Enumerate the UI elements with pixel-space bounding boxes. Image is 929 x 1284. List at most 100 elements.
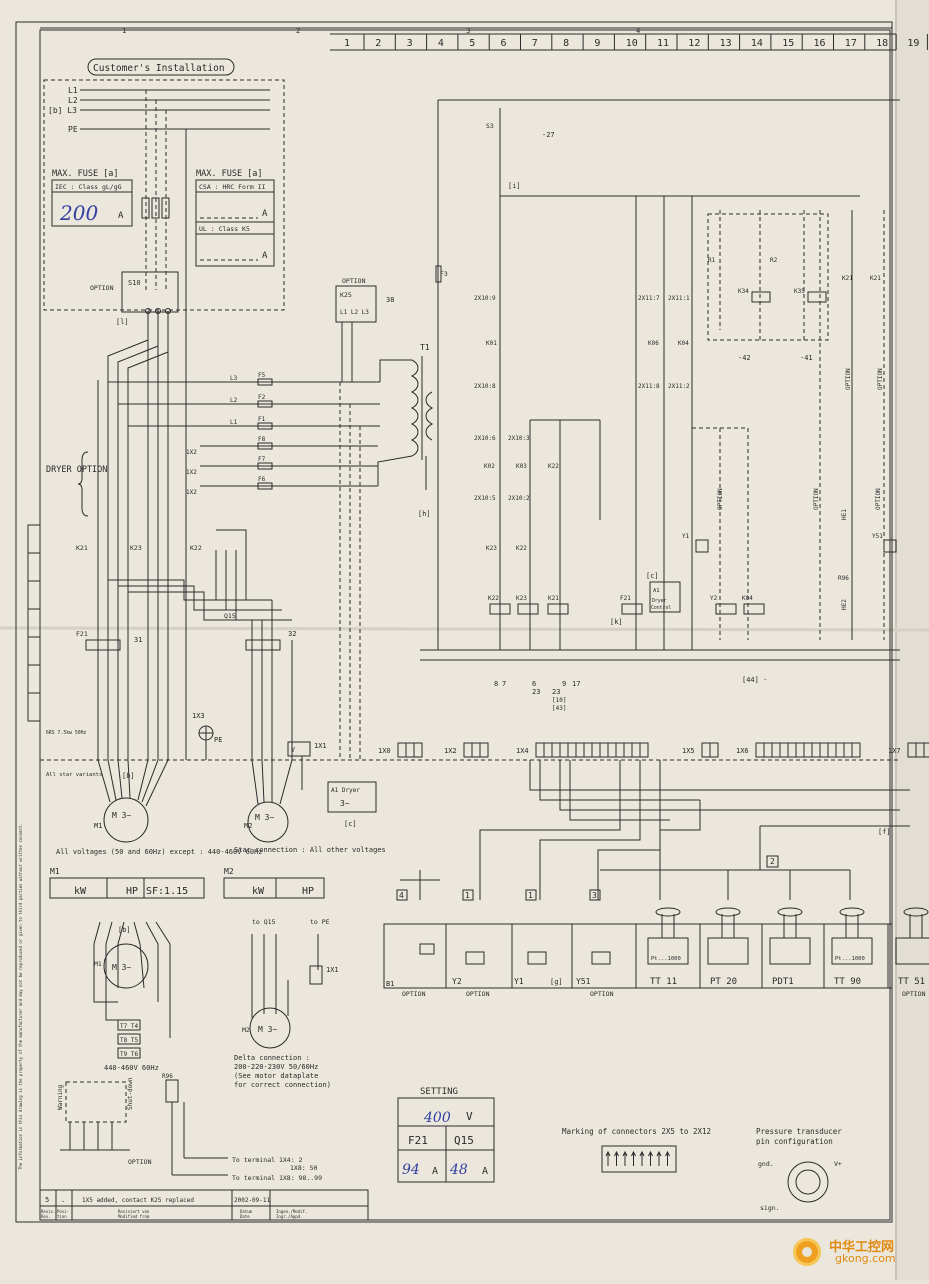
svg-text:Marking of connectors 2X5 to 2: Marking of connectors 2X5 to 2X12	[562, 1127, 711, 1136]
svg-text:OPTION: OPTION	[342, 277, 366, 285]
svg-text:K22: K22	[516, 545, 527, 552]
svg-text:1: 1	[465, 891, 470, 900]
svg-text:K02: K02	[484, 463, 495, 470]
svg-text:V+: V+	[834, 1160, 842, 1168]
svg-text:[c]: [c]	[646, 572, 659, 580]
svg-text:L2: L2	[230, 397, 238, 404]
svg-text:L1: L1	[230, 419, 238, 426]
svg-text:1X1: 1X1	[326, 966, 339, 974]
svg-text:2X10:9: 2X10:9	[474, 295, 496, 302]
svg-text:R2: R2	[770, 257, 778, 264]
svg-text:SETTING: SETTING	[420, 1087, 458, 1097]
svg-text:1X5 added, contact K25 replace: 1X5 added, contact K25 replaced	[82, 1197, 194, 1204]
svg-text:L3: L3	[230, 375, 238, 382]
svg-text:F7: F7	[258, 456, 266, 463]
sensor-name: TT 90	[834, 977, 861, 987]
svg-text:HP: HP	[302, 886, 314, 897]
svg-text:M 3~: M 3~	[255, 813, 274, 822]
sensor-type: Pt...1000	[835, 956, 865, 962]
svg-text:SF:1.15: SF:1.15	[146, 886, 188, 897]
column-number: 16	[814, 38, 826, 49]
svg-text:K21: K21	[842, 275, 853, 282]
column-number: 9	[594, 38, 600, 49]
column-number: 12	[688, 38, 700, 49]
svg-text:2X10:3: 2X10:3	[508, 435, 530, 442]
svg-text:48: 48	[449, 1162, 468, 1178]
svg-text:[b]: [b]	[118, 926, 131, 934]
svg-text:9: 9	[562, 680, 566, 688]
svg-text:S10: S10	[128, 279, 141, 287]
svg-text:B1: B1	[386, 980, 394, 988]
gkong-logo: 中华工控网 gkong.com	[789, 1236, 919, 1268]
svg-text:for correct connection): for correct connection)	[234, 1081, 331, 1089]
svg-text:M2: M2	[244, 822, 252, 830]
svg-text:sign.: sign.	[760, 1204, 780, 1212]
svg-text:K22: K22	[488, 595, 499, 602]
svg-text:Rev.: Rev.	[41, 1214, 51, 1219]
svg-text:3: 3	[466, 27, 470, 35]
column-number: 17	[845, 38, 857, 49]
svg-text:1X2: 1X2	[186, 469, 197, 476]
svg-text:M2: M2	[224, 867, 234, 876]
svg-text:5: 5	[45, 1196, 49, 1204]
svg-text:[b] L3: [b] L3	[48, 106, 77, 115]
svg-text:Dryer: Dryer	[652, 598, 667, 604]
svg-text:3~: 3~	[340, 799, 350, 808]
column-number: 19	[907, 38, 919, 49]
svg-text:All star variants: All star variants	[46, 772, 102, 778]
svg-text:Q15: Q15	[454, 1134, 474, 1147]
svg-text:V: V	[466, 1110, 473, 1123]
svg-text:23: 23	[532, 688, 540, 696]
column-number: 6	[501, 38, 507, 49]
svg-text:1X2: 1X2	[186, 489, 197, 496]
svg-text:F6: F6	[258, 476, 266, 483]
svg-text:OPTION: OPTION	[875, 488, 882, 510]
svg-text:OPTION: OPTION	[402, 990, 426, 998]
svg-text:M 3~: M 3~	[112, 963, 131, 972]
svg-text:Ingr./Appd.: Ingr./Appd.	[276, 1214, 303, 1219]
svg-text:2: 2	[770, 857, 775, 866]
svg-text:A: A	[262, 251, 268, 261]
svg-text:pin configuration: pin configuration	[756, 1137, 833, 1146]
svg-text:38: 38	[386, 296, 394, 304]
svg-text:Y2: Y2	[710, 595, 718, 602]
column-number: 18	[876, 38, 888, 49]
svg-text:OPTION: OPTION	[466, 990, 490, 998]
sensor-name: PT 20	[710, 977, 737, 987]
svg-text:Control: Control	[651, 605, 671, 611]
sensor-type: Pt...1000	[651, 956, 681, 962]
svg-text:K01: K01	[486, 340, 497, 347]
svg-text:2X11:1: 2X11:1	[668, 295, 690, 302]
svg-text:Y2: Y2	[452, 977, 462, 986]
svg-text:1X8: 50: 1X8: 50	[290, 1164, 317, 1172]
fuse-handwritten-value: 200	[59, 201, 98, 225]
svg-text:F21: F21	[620, 595, 631, 602]
svg-text:HE1: HE1	[841, 509, 848, 520]
svg-text:R96: R96	[838, 575, 849, 582]
svg-text:S3: S3	[486, 122, 494, 130]
svg-text:To terminal 1X4: 2: To terminal 1X4: 2	[232, 1156, 303, 1164]
svg-text:OPTION: OPTION	[90, 284, 114, 292]
svg-text:M1: M1	[94, 960, 102, 968]
connector-label: 1X4	[516, 747, 529, 755]
svg-text:1: 1	[528, 891, 533, 900]
svg-text:HP: HP	[126, 886, 138, 897]
svg-text:K21: K21	[870, 275, 881, 282]
svg-text:to Q15: to Q15	[252, 918, 276, 926]
svg-text:MAX. FUSE [a]: MAX. FUSE [a]	[52, 169, 119, 179]
svg-text:K23: K23	[516, 595, 527, 602]
svg-text:[43]: [43]	[552, 705, 566, 712]
svg-text:F1: F1	[258, 416, 266, 423]
sensor-name: PDT1	[772, 977, 794, 987]
column-number: 11	[657, 38, 669, 49]
svg-text:K22: K22	[548, 463, 559, 470]
svg-text:2X10:6: 2X10:6	[474, 435, 496, 442]
svg-text:2X10:8: 2X10:8	[474, 383, 496, 390]
svg-text:[i]: [i]	[508, 182, 521, 190]
svg-text:[c]: [c]	[344, 820, 357, 828]
svg-text:K35: K35	[794, 288, 805, 295]
svg-text:-41: -41	[800, 354, 813, 362]
svg-text:T8 T5: T8 T5	[120, 1037, 138, 1044]
svg-text:94: 94	[402, 1162, 420, 1178]
